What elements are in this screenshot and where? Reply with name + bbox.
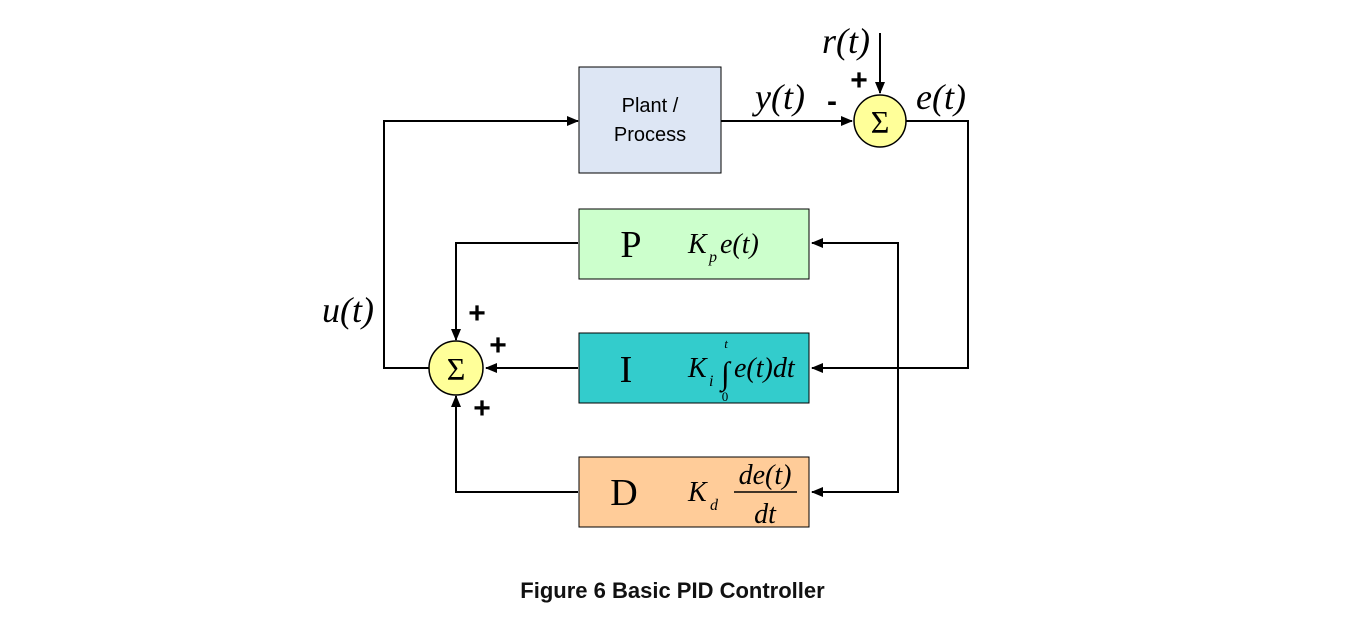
d-gain: K [687,477,708,508]
d-denominator: dt [754,499,777,530]
d-output-line [451,395,578,493]
d-gain-subscript: d [710,497,719,514]
d-plus-sign: + [473,392,491,425]
d-letter: D [610,472,637,514]
d-block: D K d de(t) dt [578,456,810,530]
i-plus-sign: + [489,329,507,362]
p-output-line [451,242,578,341]
p-letter: P [620,224,641,266]
u-signal-line [383,116,579,369]
i-gain-subscript: i [709,373,713,390]
i-letter: I [620,349,633,391]
sum-symbol: Σ [871,104,890,140]
plant-label-line2: Process [614,124,686,146]
p-block: P K p e(t) [578,208,810,280]
r-plus-sign: + [850,64,868,97]
u-signal-label: u(t) [322,290,374,330]
p-plus-sign: + [468,297,486,330]
e-to-d-line [811,368,899,497]
p-gain-subscript: p [708,249,717,266]
i-block: I K i ∫ t 0 e(t)dt [578,332,810,404]
d-numerator: de(t) [739,460,792,491]
e-signal-line [811,120,969,373]
output-summing-junction: Σ [428,340,484,396]
p-gain: K [687,229,708,260]
plant-block: Plant / Process [578,66,722,174]
sum-symbol: Σ [447,351,466,387]
integral-upper-limit: t [724,336,728,351]
r-signal-label: r(t) [822,21,870,61]
p-expression: e(t) [720,229,759,260]
integral-sign: ∫ [719,355,732,393]
i-expression: e(t)dt [734,353,796,384]
y-minus-sign: - [827,85,837,118]
integral-lower-limit: 0 [722,389,729,404]
i-gain: K [687,353,708,384]
y-signal-label: y(t) [752,77,805,117]
plant-label-line1: Plant / [622,95,679,117]
e-signal-label: e(t) [916,77,966,117]
figure-caption: Figure 6 Basic PID Controller [520,578,825,603]
e-to-p-line [811,238,899,368]
connections [383,33,969,497]
error-summing-junction: Σ [853,94,907,148]
